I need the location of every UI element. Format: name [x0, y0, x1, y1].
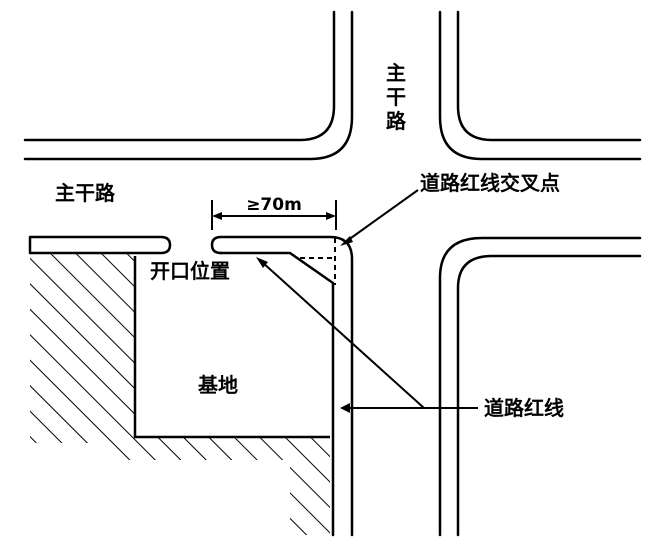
main-road-vertical-label-2: 干 — [386, 85, 406, 109]
right-curb-inner — [219, 251, 335, 537]
distance-label: ≥70m — [246, 195, 302, 215]
main-road-vertical-label-1: 主 — [386, 61, 406, 85]
left-curb-segment — [28, 235, 172, 255]
main-road-horizontal-label: 主干路 — [55, 181, 116, 205]
lower-right-road-edge-outer — [456, 254, 642, 537]
upper-left-road-edge-inner — [23, 10, 354, 161]
site-label: 基地 — [198, 373, 238, 397]
lower-right-road-edge-inner — [438, 236, 642, 537]
corner-triangle — [300, 238, 336, 285]
road-red-line-label: 道路红线 — [484, 396, 564, 420]
upper-right-road-edge-inner — [438, 10, 642, 161]
distance-dimension — [211, 200, 337, 230]
leader-lines — [256, 189, 478, 413]
main-road-vertical-label-3: 路 — [386, 109, 407, 133]
opening-position-label: 开口位置 — [150, 259, 230, 283]
upper-left-road-edge-outer — [23, 10, 336, 142]
right-curb-segment — [210, 235, 354, 537]
upper-right-road-edge-outer — [456, 10, 642, 142]
site-boundary — [133, 256, 330, 439]
site-hatching — [30, 253, 330, 535]
red-line-intersection-label: 道路红线交叉点 — [420, 171, 560, 195]
road-lines — [23, 10, 642, 537]
